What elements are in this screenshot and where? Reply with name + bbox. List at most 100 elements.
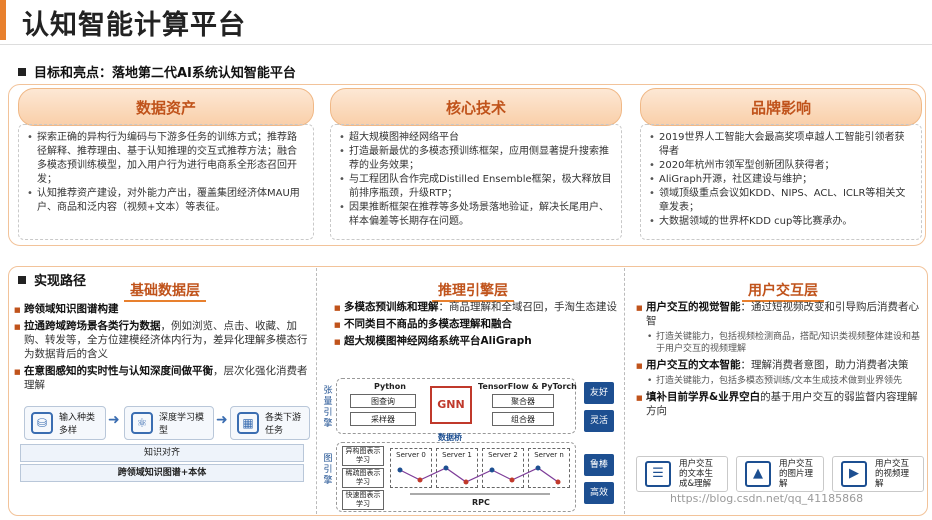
point-bold: 超大规模图神经网络系统平台AliGraph [344, 335, 532, 347]
server-box: Server 0 [390, 448, 432, 488]
column-box: 超大规模图神经网络平台 打造最新最优的多模态预训练框架，应用侧显著提升搜索推荐的… [330, 124, 622, 240]
layer3-points: 用户交互的视觉智能：通过短视频改变和引导购后消费者心智 打造关键能力，包括视频检… [636, 300, 924, 421]
graph-node [509, 477, 515, 483]
graph-edge-line [399, 467, 559, 483]
diagram-box: 异构图表示学习 [342, 446, 384, 466]
square-bullet-icon [18, 67, 26, 76]
card-label: 用户交互的文本生成&理解 [679, 459, 714, 489]
server-label: Server 2 [488, 451, 518, 459]
path-section-header: 实现路径 [18, 270, 86, 289]
bullet-point: 在意图感知的实时性与认知深度间做平衡，层次化强化消费者理解 [14, 364, 310, 392]
list-item: 领域顶级重点会议如KDD、NIPS、ACL、ICLR等相关文章发表； [649, 187, 913, 215]
side-label-graph: 图引擎 [323, 454, 333, 486]
title-divider [0, 44, 932, 45]
point-text: ：通过短视频改变和引导购后消费者心智 [646, 301, 919, 327]
graph-node [443, 465, 449, 471]
server-label: Server n [534, 451, 564, 459]
square-bullet-icon [18, 275, 26, 284]
flow-label: 深度学习模型 [159, 413, 205, 436]
tf-label: TensorFlow & PyTorch [478, 382, 577, 391]
tag-friendly: 友好 [584, 382, 614, 404]
list-item: 因果推断框架在推荐等多处场景落地验证，解决长尾用户、样本偏差等长期存在问题。 [339, 201, 613, 229]
list-item: 打造最新最优的多模态预训练框架，应用侧显著提升搜索推荐的业务效果； [339, 145, 613, 173]
column-title: 品牌影响 [640, 88, 922, 126]
point-bold: 多模态预训练和理解 [344, 301, 439, 313]
server-label: Server 0 [396, 451, 426, 459]
tag-flexible: 灵活 [584, 410, 614, 432]
bullet-point: 不同类目不商品的多模态理解和融合 [334, 317, 622, 332]
diagram-box: 采样器 [350, 412, 416, 426]
server-label: Server 1 [442, 451, 472, 459]
side-label-tensor: 张量引擎 [323, 386, 333, 429]
graph-node [555, 479, 561, 485]
card-label: 用户交互的视频理解 [875, 459, 910, 489]
graph-engine-frame [336, 442, 576, 512]
database-icon: ⛁ [31, 412, 53, 434]
column-title: 数据资产 [18, 88, 314, 126]
layer-title-data: 基础数据层 [124, 280, 206, 302]
column-box: 探索正确的异构行为编码与下游多任务的训练方式；推荐路径解释、推荐理由、基于认知推… [18, 124, 314, 240]
python-label: Python [374, 382, 406, 391]
knowledge-align-bar: 知识对齐 [20, 444, 304, 462]
column-title: 核心技术 [330, 88, 622, 126]
column-brand: 品牌影响 2019世界人工智能大会最高奖项卓越人工智能引领者获得者 2020年杭… [640, 88, 922, 240]
watermark: https://blog.csdn.net/qq_41185868 [670, 492, 864, 505]
diagram-box: 组合器 [492, 412, 554, 426]
card-video: ▶ 用户交互的视频理解 [832, 456, 924, 492]
point-bold: 用户交互的视觉智能 [646, 301, 741, 313]
point-bold: 用户交互的文本智能 [646, 359, 741, 371]
tensor-engine-frame [336, 378, 576, 434]
card-label: 用户交互的图片理解 [779, 459, 814, 489]
bullet-point: 跨领域知识图谱构建 [14, 302, 310, 317]
layer2-points: 多模态预训练和理解：商品理解和全域召回，手淘生态建设 不同类目不商品的多模态理解… [334, 300, 622, 351]
sub-point: 打造关键能力，包括多模态预训练/文本生成技术做到业界领先 [636, 375, 924, 387]
graph-node [535, 465, 541, 471]
point-bold: 填补目前学界&业界空白 [646, 391, 761, 403]
server-graph-lines [397, 465, 561, 495]
list-item: 认知推荐资产建设，对外能力产出，覆盖集团经济体MAU用户、商品和泛内容（视频+文… [27, 187, 305, 215]
flow-input-box: ⛁ 输入种类多样 [24, 406, 106, 440]
title-accent-bar [0, 0, 6, 40]
network-icon: ▦ [237, 412, 259, 434]
diagram-box: 图查询 [350, 394, 416, 408]
server-box: Server 2 [482, 448, 524, 488]
card-image: ▲ 用户交互的图片理解 [736, 456, 824, 492]
list-item: 2020年杭州市领军型创新团队获得者； [649, 159, 913, 173]
bullet-point: 用户交互的视觉智能：通过短视频改变和引导购后消费者心智 [636, 300, 924, 328]
column-divider [624, 268, 625, 514]
flow-label: 各类下游任务 [265, 413, 302, 436]
point-text: ：商品理解和全域召回，手淘生态建设 [438, 301, 618, 313]
knowledge-graph-bar: 跨领域知识图谱+本体 [20, 464, 304, 482]
list-item: 超大规模图神经网络平台 [339, 131, 613, 145]
list-item: AliGraph开源，社区建设与维护； [649, 173, 913, 187]
point-text: 的基于用户交互的弱监督内容理解方向 [646, 391, 918, 417]
graph-node [489, 467, 495, 473]
bullet-point: 填补目前学界&业界空白的基于用户交互的弱监督内容理解方向 [636, 390, 924, 418]
goal-header-text: 目标和亮点：落地第二代AI系统认知智能平台 [34, 66, 296, 81]
point-text: ，例如浏览、点击、收藏、加购、转发等，全方位建模经济体内行为，差异化理解多模态行… [24, 320, 308, 360]
server-box: Server 1 [436, 448, 478, 488]
list-item: 探索正确的异构行为编码与下游多任务的训练方式；推荐路径解释、推荐理由、基于认知推… [27, 131, 305, 187]
document-icon: ☰ [645, 461, 671, 487]
path-frame [8, 266, 928, 516]
arrow-right-icon: ➜ [216, 412, 228, 428]
diagram-box: 稀疏图表示学习 [342, 468, 384, 488]
rpc-label: RPC [472, 498, 490, 507]
goals-frame [8, 84, 926, 246]
list-item: 与工程团队合作完成Distilled Ensemble框架，极大释放目前排序瓶颈… [339, 173, 613, 201]
gnn-box: GNN [430, 386, 472, 424]
flow-label: 输入种类多样 [59, 413, 96, 436]
point-text: ，层次化强化消费者理解 [24, 365, 308, 391]
layer1-points: 跨领域知识图谱构建 拉通跨域跨场景各类行为数据，例如浏览、点击、收藏、加购、转发… [14, 302, 310, 395]
video-camera-icon: ▶ [841, 461, 867, 487]
graph-node [417, 477, 423, 483]
bullet-point: 用户交互的文本智能：理解消费者意图，助力消费者决策 [636, 358, 924, 373]
layer-title-inference: 推理引擎层 [432, 280, 514, 302]
data-bridge-label: 数据桥 [438, 433, 462, 442]
point-bold: 跨领域知识图谱构建 [24, 303, 119, 315]
card-text: ☰ 用户交互的文本生成&理解 [636, 456, 728, 492]
goal-section-header: 目标和亮点：落地第二代AI系统认知智能平台 [18, 62, 296, 81]
graph-node [463, 479, 469, 485]
list-item: 2019世界人工智能大会最高奖项卓越人工智能引领者获得者 [649, 131, 913, 159]
point-text: ：理解消费者意图，助力消费者决策 [740, 359, 909, 371]
